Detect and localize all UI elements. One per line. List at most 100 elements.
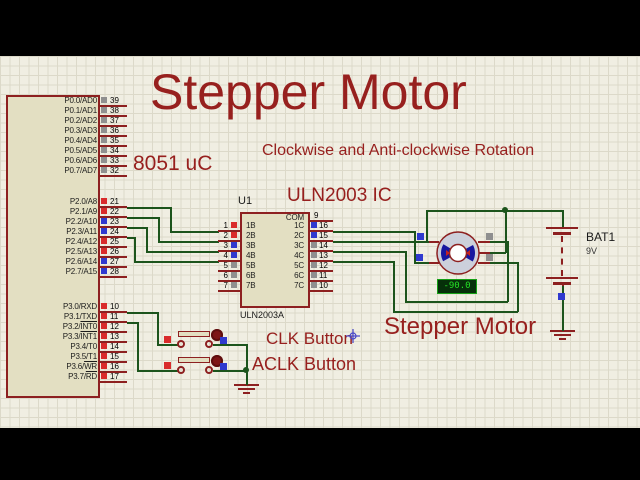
mcu-pin-number: 28 [110, 267, 119, 276]
uln-pin-label: 5B [246, 261, 256, 270]
pin-state-indicator [101, 373, 107, 379]
uln-pin-stub [218, 250, 240, 252]
uln-pin-stub [310, 250, 333, 252]
mcu-pin-stub [100, 165, 127, 167]
wire-segment [562, 210, 564, 229]
uln-pin-label: 3B [246, 241, 256, 250]
mcu-pin-stub [100, 135, 127, 137]
wire-segment [170, 207, 172, 232]
mcu-pin-label: P3.2/INT0 [62, 322, 97, 331]
pin-state-indicator [101, 198, 107, 204]
aclk-button-state-indicator [220, 363, 227, 370]
mcu-pin-stub [100, 256, 127, 258]
uln-part-number: ULN2003A [240, 310, 285, 320]
mcu-pin-number: 39 [110, 96, 119, 105]
mcu-pin-stub [100, 226, 127, 228]
uln-pin-stub [218, 230, 240, 232]
wire-segment [426, 210, 428, 242]
pin-state-indicator [101, 353, 107, 359]
battery-plate [553, 282, 571, 285]
ground-symbol [554, 334, 571, 336]
mcu-pin-stub [100, 266, 127, 268]
pin-state-indicator [101, 363, 107, 369]
uln-pin-number: 11 [319, 271, 328, 280]
battery-plate [546, 277, 578, 279]
uln-pin-stub [310, 270, 333, 272]
pin-state-indicator [101, 147, 107, 153]
mcu-pin-label: P0.0/AD0 [64, 96, 97, 105]
pin-state-indicator [101, 228, 107, 234]
uln-pin-number: 2 [223, 231, 228, 240]
pin-state-indicator [311, 252, 317, 258]
uln-pin-stub [218, 270, 240, 272]
clk-button-terminal[interactable] [205, 340, 213, 348]
wire-segment [405, 251, 407, 302]
motor-angle-display: -90.0 [437, 279, 477, 294]
motor-annotation: Stepper Motor [384, 313, 537, 340]
mcu-pin-number: 26 [110, 247, 119, 256]
uln-pin-number: 4 [223, 251, 228, 260]
wire-segment [333, 241, 429, 243]
uln-pin-stub [310, 240, 333, 242]
mcu-pin-label: P2.3/A11 [66, 227, 97, 236]
clk-button-terminal[interactable] [177, 340, 185, 348]
schematic-title: Stepper Motor [150, 64, 467, 120]
uln-pin-label: 2C [294, 231, 304, 240]
uln-com-pin-label: COM [285, 213, 304, 222]
uln2003-body [240, 212, 310, 308]
wire-segment [517, 262, 519, 312]
mcu-pin-number: 10 [110, 302, 119, 311]
aclk-button-terminal[interactable] [177, 366, 185, 374]
wire-segment [127, 237, 135, 239]
mcu-pin-stub [100, 341, 127, 343]
mcu-pin-number: 24 [110, 227, 119, 236]
uln-pin-stub [310, 260, 333, 262]
wire-segment [137, 322, 139, 371]
pin-state-indicator [231, 262, 237, 268]
mcu-pin-number: 22 [110, 207, 119, 216]
uln-pin-stub [218, 260, 240, 262]
pin-state-indicator [231, 282, 237, 288]
battery-plate [553, 232, 571, 235]
origin-crosshair-icon [346, 329, 360, 343]
uln-pin-stub [218, 280, 240, 282]
mcu-pin-number: 23 [110, 217, 119, 226]
wire-segment [213, 344, 247, 346]
motor-lead [478, 252, 499, 254]
motor-pin-state-indicator [486, 254, 493, 261]
mcu-pin-label: P3.4/T0 [70, 342, 97, 351]
battery-ref-designator: BAT1 [586, 230, 616, 244]
wire-segment [562, 286, 564, 331]
motor-pin-state-indicator [486, 233, 493, 240]
wire-segment [127, 217, 159, 219]
mcu-pin-label: P2.7/A15 [65, 267, 98, 276]
wire-segment [127, 322, 138, 324]
wire-segment [393, 261, 395, 312]
pin-state-indicator [101, 303, 107, 309]
mcu-pin-stub [100, 155, 127, 157]
mcu-pin-number: 11 [110, 312, 119, 321]
wire-segment [333, 251, 406, 253]
pin-state-indicator [101, 268, 107, 274]
mcu-pin-stub [100, 331, 127, 333]
pin-state-indicator [101, 127, 107, 133]
mcu-pin-label: P2.4/A12 [65, 237, 98, 246]
pin-state-indicator [311, 222, 317, 228]
mcu-pin-number: 12 [110, 322, 119, 331]
pin-state-indicator [231, 232, 237, 238]
mcu-pin-number: 32 [110, 166, 119, 175]
mcu-pin-label: P0.7/AD7 [64, 166, 97, 175]
uln-ref-designator: U1 [238, 195, 253, 207]
aclk-button-terminal[interactable] [205, 366, 213, 374]
clk-button-contact-plate [178, 331, 210, 337]
uln-pin-label: 7B [246, 281, 256, 290]
mcu-pin-label: P2.5/A13 [65, 247, 98, 256]
pin-state-indicator [101, 167, 107, 173]
mcu-pin-label: P0.6/AD6 [64, 156, 97, 165]
mcu-pin-label: P3.7/RD [68, 372, 97, 381]
clk-button-state-indicator [164, 336, 171, 343]
ground-symbol [238, 388, 255, 390]
mcu-pin-stub [100, 351, 127, 353]
mcu-pin-stub [100, 145, 127, 147]
wire-segment [507, 241, 509, 302]
